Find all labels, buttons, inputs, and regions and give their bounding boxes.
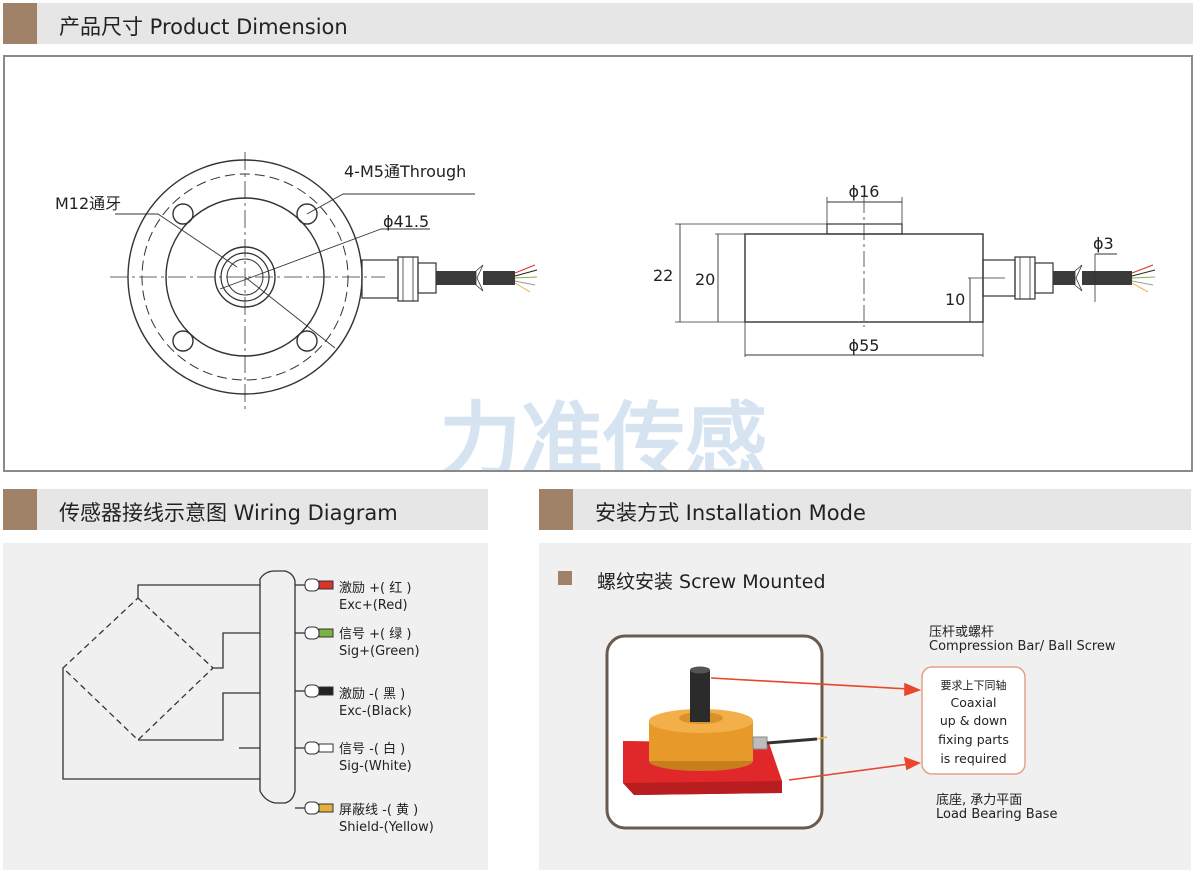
section-header-product-dimension: 产品尺寸 Product Dimension (3, 3, 1193, 44)
wire-label-cn: 屏蔽线 -( 黄 ) (339, 803, 419, 818)
note-en-3: fixing parts (938, 732, 1009, 747)
bottom-callout-en: Load Bearing Base (936, 807, 1058, 822)
wire-ends (304, 578, 334, 815)
wire-label-en: Shield-(Yellow) (339, 820, 434, 835)
bottom-callout-cn: 底座, 承力平面 (936, 793, 1023, 808)
section-header-wiring: 传感器接线示意图 Wiring Diagram (3, 489, 488, 530)
top-view (110, 152, 538, 409)
note-en-2: up & down (939, 713, 1008, 728)
diameter-label: ϕ41.5 (383, 212, 429, 231)
note-cn: 要求上下同轴 (940, 679, 1007, 692)
mounting-hole (172, 330, 194, 352)
thread-label: M12通牙 (55, 194, 121, 213)
section-marker (539, 489, 581, 530)
connector-height-label: 10 (945, 290, 965, 309)
section-title: 产品尺寸 Product Dimension (59, 15, 348, 39)
button-dia-label: ϕ16 (849, 182, 880, 201)
wire-label-en: Exc-(Black) (339, 704, 412, 719)
cable-dia-label: ϕ3 (1093, 234, 1114, 253)
mounting-hole (296, 203, 318, 225)
wire-label-en: Sig+(Green) (339, 644, 420, 659)
bullet-square (558, 571, 572, 585)
dimension-drawing-panel: 力准传感 (3, 55, 1193, 472)
side-view (675, 197, 1156, 357)
wire-label-cn: 信号 +( 绿 ) (339, 627, 412, 642)
note-en-1: Coaxial (950, 695, 997, 710)
dimension-drawing: 力准传感 (55, 152, 1156, 470)
wire-label-cn: 激励 -( 黑 ) (339, 687, 406, 702)
top-callout-cn: 压杆或螺杆 (929, 625, 995, 640)
wire-label-en: Exc+(Red) (339, 598, 408, 613)
body-dia-label: ϕ55 (849, 336, 880, 355)
total-height-label: 22 (653, 266, 673, 285)
installation-illustration (605, 634, 1026, 830)
watermark-text: 力准传感 (439, 394, 767, 470)
section-title: 传感器接线示意图 Wiring Diagram (59, 501, 398, 525)
wiring-diagram-panel: 激励 +( 红 ) Exc+(Red) 信号 +( 绿 ) Sig+(Green… (3, 543, 488, 870)
section-marker (3, 489, 45, 530)
mode-title: 螺纹安装 Screw Mounted (597, 571, 826, 593)
section-title: 安装方式 Installation Mode (595, 501, 866, 525)
section-marker (3, 3, 45, 44)
installation-panel: 螺纹安装 Screw Mounted 压杆或螺杆 Compression Bar… (539, 543, 1191, 870)
note-en-4: is required (940, 751, 1007, 766)
section-header-installation: 安装方式 Installation Mode (539, 489, 1191, 530)
top-callout-en: Compression Bar/ Ball Screw (929, 639, 1116, 654)
wire-label-cn: 信号 -( 白 ) (339, 742, 406, 757)
bridge-circuit (62, 570, 334, 815)
wire-label-cn: 激励 +( 红 ) (339, 581, 412, 596)
holes-label: 4-M5通Through (344, 162, 466, 181)
wire-label-en: Sig-(White) (339, 759, 412, 774)
mounting-hole (172, 203, 194, 225)
mounting-hole (296, 330, 318, 352)
body-height-label: 20 (695, 270, 715, 289)
